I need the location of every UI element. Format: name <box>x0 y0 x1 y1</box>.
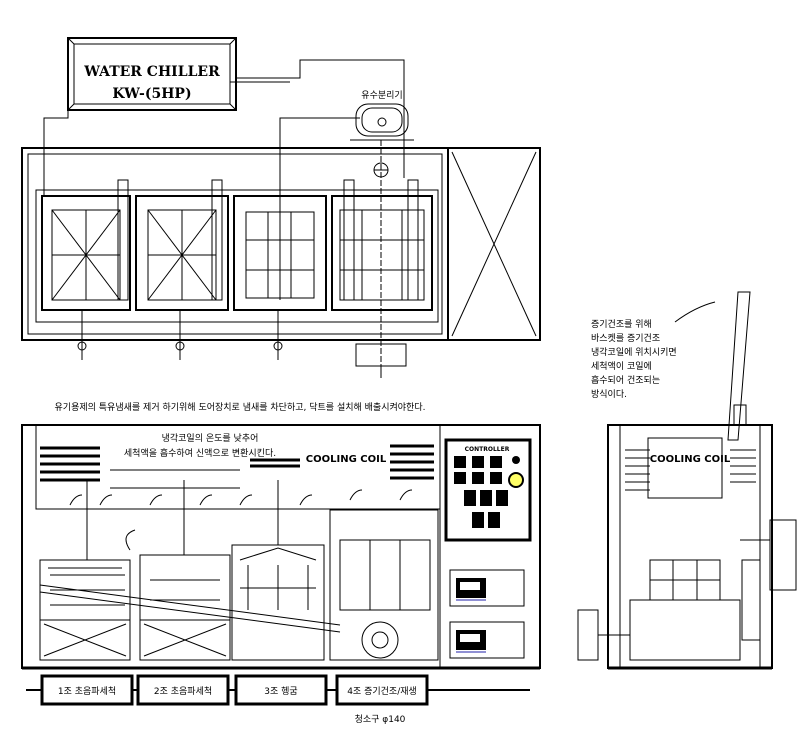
chiller-piping <box>43 59 405 300</box>
coil-note-1: 냉각코일의 온도를 낮추어 <box>162 432 259 444</box>
side-note-line: 증기건조를 위해 <box>591 319 652 330</box>
side-note-line: 바스켓를 증기건조 <box>591 333 660 344</box>
front-view: 냉각코일의 온도를 낮추어 세척액을 흡수하여 신액으로 변환시킨다. COOL… <box>21 424 541 670</box>
separator-label: 유수분리기 <box>361 90 402 101</box>
plan-view <box>21 147 541 378</box>
cooling-coil-label: COOLING COIL <box>306 454 387 465</box>
station-1-label: 1조 초음파세척 <box>58 686 116 697</box>
side-note-line: 냉각코일에 위치시키면 <box>591 346 677 358</box>
coil-note-2: 세척액을 흡수하여 신액으로 변환시킨다. <box>124 447 276 459</box>
side-note: 증기건조를 위해 바스켓를 증기건조 냉각코일에 위치시키면 세척액이 코일에 … <box>591 301 716 400</box>
station-4-label: 4조 증기건조/재생 <box>347 686 417 697</box>
tanks-front <box>39 480 439 661</box>
station-2-label: 2조 초음파세척 <box>154 686 212 697</box>
cooling-coil-front <box>40 444 434 489</box>
chiller-title: WATER CHILLER <box>83 64 220 80</box>
side-note-line: 세척액이 코일에 <box>591 360 652 372</box>
side-view: COOLING COIL <box>577 291 797 670</box>
side-note-line: 흡수되어 건조되는 <box>591 374 660 386</box>
station-3-label: 3조 헹굼 <box>264 686 297 697</box>
chiller-model: KW-(5HP) <box>112 86 191 102</box>
side-cooling-coil-label: COOLING COIL <box>650 454 731 465</box>
controller-label: CONTROLLER <box>465 446 510 453</box>
station-labels: 1조 초음파세척 2조 초음파세척 3조 헹굼 4조 증기건조/재생 청소구 φ… <box>26 674 530 725</box>
oil-water-separator: 유수분리기 <box>350 90 414 380</box>
water-chiller: WATER CHILLER KW-(5HP) <box>67 37 237 111</box>
side-note-line: 방식이다. <box>591 389 627 400</box>
vapor-arrows <box>69 489 413 551</box>
odor-note: 유기용제의 특유냄새를 제거 하기위해 도어장치로 냄새를 차단하고, 닥트를 … <box>55 401 426 413</box>
controller-panel: CONTROLLER <box>444 438 532 659</box>
outlet-label: 청소구 φ140 <box>355 714 406 725</box>
